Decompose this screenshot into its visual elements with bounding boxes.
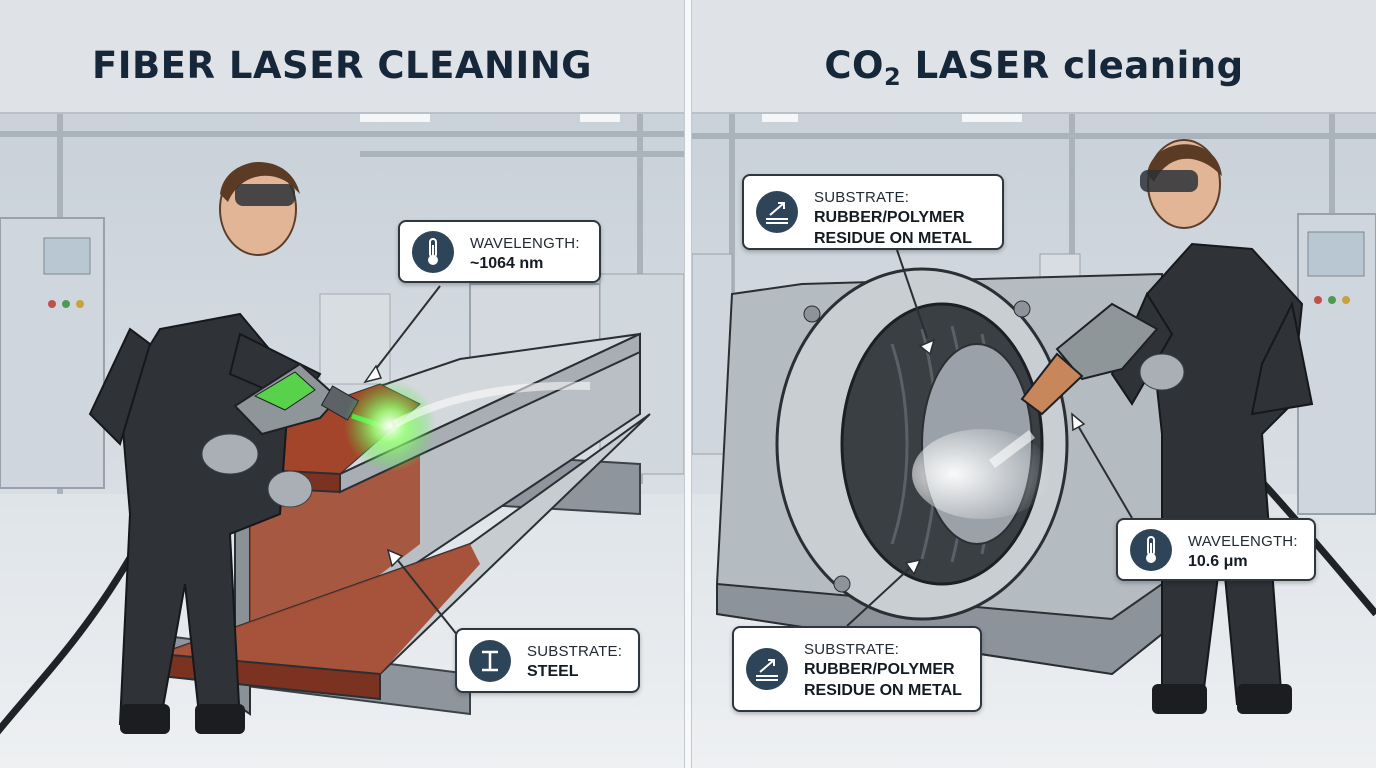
substrate-top-value: RUBBER/POLYMER RESIDUE ON METAL <box>814 209 972 247</box>
pointer-arrowhead <box>1071 412 1086 432</box>
substrate-top-label: SUBSTRATE: <box>814 189 910 206</box>
co2-panel-header: CO2 LASER cleaning <box>692 0 1376 114</box>
mold-bolt <box>803 305 821 323</box>
co2-laser-beam <box>989 430 1035 468</box>
fiber-laser-worker <box>0 162 360 735</box>
wavelength-callout: WAVELENGTH: 10.6 μm <box>1116 518 1316 581</box>
thermometer-icon <box>1130 528 1172 571</box>
callout-pointers <box>846 249 1133 627</box>
mold-bolt <box>1013 300 1031 318</box>
co2-laser-panel: CO2 LASER cleaning <box>692 0 1376 768</box>
cabinet-screen <box>1307 231 1365 277</box>
pointer-arrowhead <box>918 338 936 356</box>
pointer-arrowhead <box>363 364 383 384</box>
cleaned-streak <box>393 381 591 428</box>
safety-glasses <box>235 184 295 206</box>
co2-title-suffix: LASER cleaning <box>901 44 1244 87</box>
surface-layer-icon <box>756 191 798 233</box>
wavelength-value: 10.6 μm <box>1188 553 1248 570</box>
substrate-bottom-callout: SUBSTRATE: RUBBER/POLYMER RESIDUE ON MET… <box>732 626 982 712</box>
worker-glove <box>201 433 259 475</box>
background-cabinet <box>319 293 391 385</box>
ceiling-light <box>962 114 1022 122</box>
worker-boot <box>1237 684 1292 714</box>
safety-glasses <box>1140 170 1198 192</box>
co2-panel-title: CO2 LASER cleaning <box>692 40 1376 103</box>
substrate-top-callout: SUBSTRATE: RUBBER/POLYMER RESIDUE ON MET… <box>742 174 1004 250</box>
co2-laser-worker <box>1020 139 1376 714</box>
fiber-panel-title: FIBER LASER CLEANING <box>91 44 593 87</box>
worker-hair <box>1147 144 1222 182</box>
wavelength-value: ~1064 nm <box>470 255 544 272</box>
substrate-callout: SUBSTRATE: STEEL <box>455 628 640 693</box>
surface-layer-icon <box>746 648 788 690</box>
worker-hair <box>220 162 300 202</box>
cabinet-button <box>1342 296 1350 304</box>
worker-boot <box>120 704 170 734</box>
callout-pointers <box>371 285 463 642</box>
worker-arm <box>1250 300 1314 416</box>
laser-impact-glow <box>344 380 436 472</box>
worker-boot <box>1152 684 1207 714</box>
worker-boot <box>195 704 245 734</box>
cabinet-button <box>62 300 70 308</box>
laser-gun-copper-nozzle <box>1020 352 1084 416</box>
ceiling-light <box>360 114 430 122</box>
i-beam-icon <box>469 639 511 682</box>
cabinet-button <box>1328 296 1336 304</box>
worker-glove <box>1139 353 1185 391</box>
panel-divider <box>684 0 692 768</box>
substrate-bottom-value: RUBBER/POLYMER RESIDUE ON METAL <box>804 661 962 699</box>
fiber-laser-panel: FIBER LASER CLEANING <box>0 0 684 768</box>
thermometer-icon <box>412 230 454 273</box>
laser-gun-accent <box>253 371 316 411</box>
co2-title-subscript: 2 <box>883 63 902 91</box>
pointer-arrowhead <box>386 548 404 568</box>
worker-glove <box>267 470 313 508</box>
ceiling-light <box>580 114 620 122</box>
cabinet-button <box>48 300 56 308</box>
wavelength-label: WAVELENGTH: <box>470 235 580 252</box>
cabinet-button <box>76 300 84 308</box>
mold-bolt <box>833 575 851 593</box>
pointer-arrowhead <box>904 558 922 576</box>
fiber-panel-header: FIBER LASER CLEANING <box>0 0 684 114</box>
substrate-label: SUBSTRATE: <box>527 643 623 660</box>
cabinet-screen <box>43 237 91 275</box>
rust-patch-bottom <box>160 544 480 674</box>
co2-cleaning-spray <box>912 429 1052 519</box>
co2-title-prefix: CO <box>824 44 884 87</box>
wavelength-callout: WAVELENGTH: ~1064 nm <box>398 220 601 283</box>
ceiling-light <box>762 114 798 122</box>
substrate-value: STEEL <box>527 663 579 680</box>
worker-arm <box>88 327 152 446</box>
wavelength-label: WAVELENGTH: <box>1188 533 1298 550</box>
cabinet-button <box>1314 296 1322 304</box>
substrate-bottom-label: SUBSTRATE: <box>804 641 900 658</box>
